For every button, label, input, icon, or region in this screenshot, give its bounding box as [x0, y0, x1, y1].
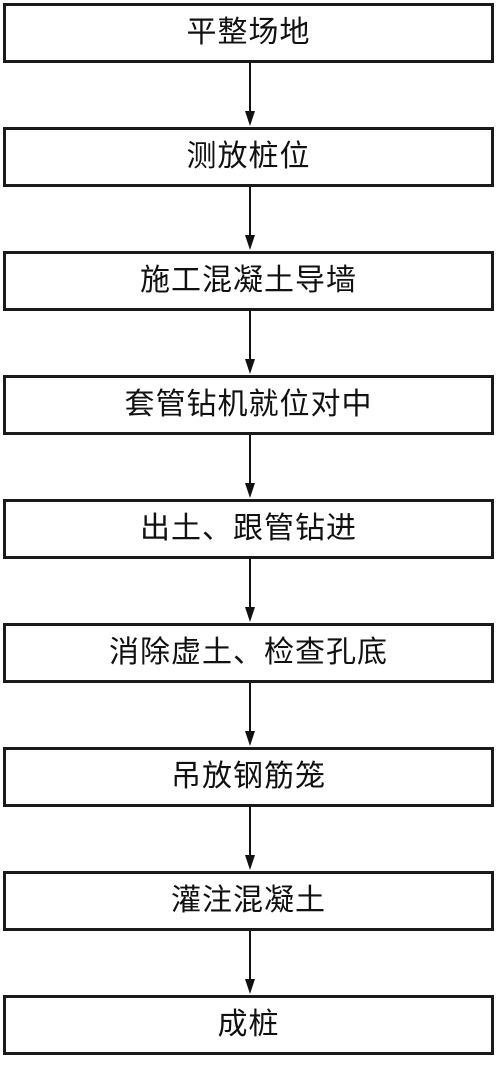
step-box-4: 套管钻机就位对中 — [3, 375, 494, 435]
arrow-down-icon — [245, 187, 255, 251]
arrow-down-icon — [245, 683, 255, 747]
step-box-1: 平整场地 — [3, 3, 494, 63]
arrow-down-icon — [245, 559, 255, 623]
step-label-6: 消除虚土、检查孔底 — [109, 635, 388, 670]
step-box-2: 测放桩位 — [3, 127, 494, 187]
step-box-5: 出土、跟管钻进 — [3, 499, 494, 559]
arrow-down-icon — [245, 807, 255, 871]
step-label-7: 吊放钢筋笼 — [171, 759, 326, 794]
step-label-4: 套管钻机就位对中 — [124, 387, 373, 422]
arrow-down-icon — [245, 931, 255, 995]
step-box-8: 灌注混凝土 — [3, 871, 494, 931]
step-box-6: 消除虚土、检查孔底 — [3, 623, 494, 683]
step-box-9: 成桩 — [3, 995, 494, 1055]
step-label-5: 出土、跟管钻进 — [140, 511, 357, 546]
arrow-down-icon — [245, 435, 255, 499]
step-box-3: 施工混凝土导墙 — [3, 251, 494, 311]
step-label-9: 成桩 — [217, 1007, 280, 1042]
step-label-1: 平整场地 — [186, 15, 311, 50]
step-label-2: 测放桩位 — [186, 139, 311, 174]
step-box-7: 吊放钢筋笼 — [3, 747, 494, 807]
arrow-down-icon — [245, 63, 255, 127]
step-label-3: 施工混凝土导墙 — [140, 263, 357, 298]
arrow-down-icon — [245, 311, 255, 375]
step-label-8: 灌注混凝土 — [171, 883, 326, 918]
